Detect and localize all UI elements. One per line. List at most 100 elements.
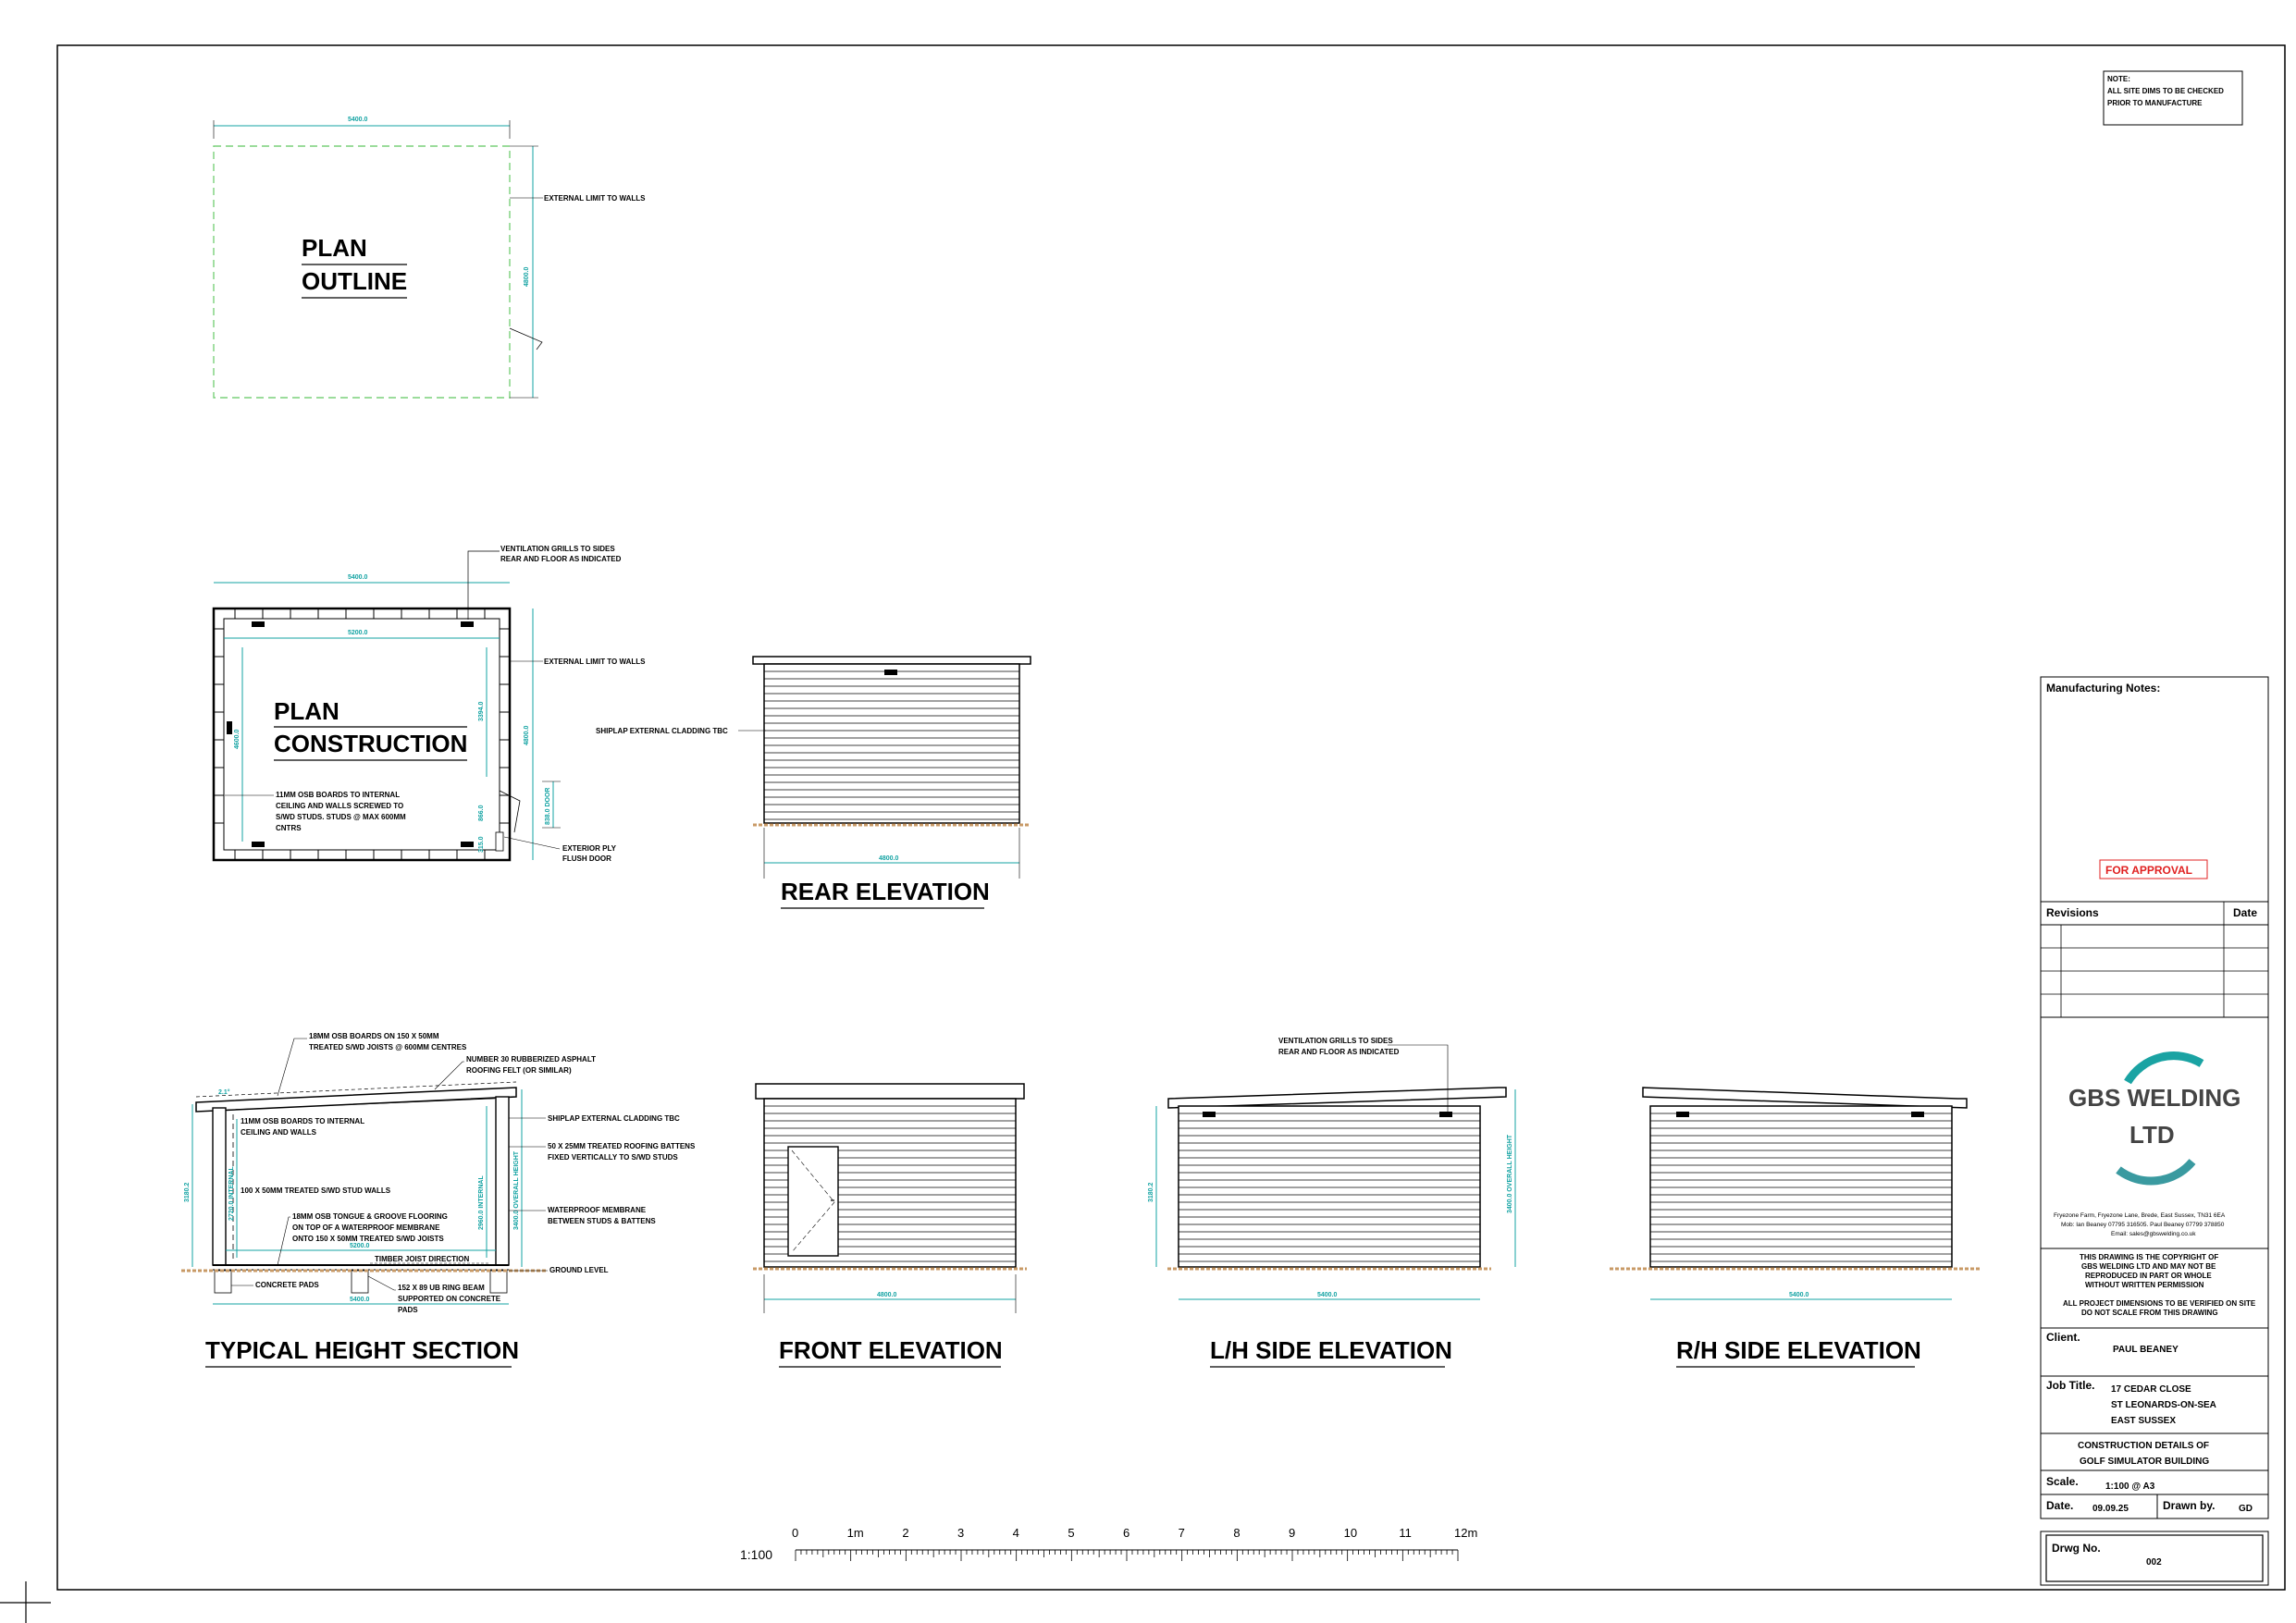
copyright-3: REPRODUCED IN PART OR WHOLE xyxy=(2085,1272,2212,1280)
plan-door-note-2: FLUSH DOOR xyxy=(562,855,611,863)
dim-plan-left: 4600.0 xyxy=(234,729,241,749)
door-icon xyxy=(787,1146,839,1257)
dim-section-inner: 5200.0 xyxy=(350,1243,370,1249)
section-pads-note: CONCRETE PADS xyxy=(255,1281,319,1289)
scale-label-1: 1m xyxy=(847,1526,864,1540)
company-name-1: GBS WELDING xyxy=(2068,1084,2240,1112)
plan-osb-note-3: S/WD STUDS. STUDS @ MAX 600MM xyxy=(276,813,406,821)
section-cladding-note: SHIPLAP EXTERNAL CLADDING TBC xyxy=(548,1114,680,1123)
address-line-2: Mob: Ian Beaney 07795 316505. Paul Beane… xyxy=(2061,1222,2225,1228)
dim-plan-right-upper: 3394.0 xyxy=(478,701,485,721)
scale-label-12: 12m xyxy=(1454,1526,1477,1540)
section-floor-note-3: ONTO 150 X 50MM TREATED S/WD JOISTS xyxy=(292,1235,444,1243)
section-internal-note-2: CEILING AND WALLS xyxy=(241,1128,317,1137)
rear-elevation: 4800.0 SHIPLAP EXTERNAL CLADDING TBC REA… xyxy=(596,656,1031,909)
dim-front: 4800.0 xyxy=(877,1292,897,1298)
scale-label-0: 0 xyxy=(792,1526,798,1540)
scale-label: Scale. xyxy=(2046,1475,2079,1488)
description-line-2: GOLF SIMULATOR BUILDING xyxy=(2080,1457,2209,1467)
rear-elevation-title: REAR ELEVATION xyxy=(781,878,990,905)
rh-elevation-title: R/H SIDE ELEVATION xyxy=(1676,1336,1921,1364)
scale-label-5: 5 xyxy=(1068,1526,1074,1540)
scale-label-3: 3 xyxy=(957,1526,964,1540)
plan-construction-title-2: CONSTRUCTION xyxy=(274,730,467,757)
job-line-3: EAST SUSSEX xyxy=(2111,1416,2176,1426)
dim-section-base: 5400.0 xyxy=(350,1297,370,1303)
revisions-date-label: Date xyxy=(2233,906,2257,919)
note-line-1: NOTE: xyxy=(2107,75,2130,83)
manufacturing-notes-label: Manufacturing Notes: xyxy=(2046,682,2160,695)
front-elevation: 4800.0 FRONT ELEVATION xyxy=(753,1083,1027,1368)
section-floor-note-2: ON TOP OF A WATERPROOF MEMBRANE xyxy=(292,1223,440,1232)
job-line-1: 17 CEDAR CLOSE xyxy=(2111,1384,2191,1395)
plan-osb-note-1: 11MM OSB BOARDS TO INTERNAL xyxy=(276,791,400,799)
drawing-number-label: Drwg No. xyxy=(2052,1542,2101,1555)
dim-section-internal: 2720.0 INTERNAL xyxy=(228,1166,235,1221)
plan-outline-title-2: OUTLINE xyxy=(302,267,407,295)
company-logo: GBS WELDING LTD xyxy=(2068,1051,2240,1186)
section-batten-note-1: 50 X 25MM TREATED ROOFING BATTENS xyxy=(548,1142,696,1150)
company-name-2: LTD xyxy=(2129,1121,2175,1149)
scale-label-2: 2 xyxy=(902,1526,908,1540)
plan-outline-annotation: EXTERNAL LIMIT TO WALLS xyxy=(544,194,646,203)
dim-section-internal-2: 2960.0 INTERNAL xyxy=(478,1175,485,1230)
section-beam-note-2: SUPPORTED ON CONCRETE xyxy=(398,1295,501,1303)
copyright-5: ALL PROJECT DIMENSIONS TO BE VERIFIED ON… xyxy=(2063,1299,2256,1308)
front-elevation-title: FRONT ELEVATION xyxy=(779,1336,1003,1364)
plan-vent-note-1: VENTILATION GRILLS TO SIDES xyxy=(500,545,615,553)
dim-plan-top: 5400.0 xyxy=(348,574,368,581)
lh-elevation-title: L/H SIDE ELEVATION xyxy=(1210,1336,1452,1364)
crosshair-icon xyxy=(0,1581,51,1623)
section-felt-note-1: NUMBER 30 RUBBERIZED ASPHALT xyxy=(466,1055,596,1064)
dim-rh: 5400.0 xyxy=(1789,1292,1809,1298)
rear-cladding-note: SHIPLAP EXTERNAL CLADDING TBC xyxy=(596,727,728,735)
plan-osb-note-2: CEILING AND WALLS SCREWED TO xyxy=(276,802,403,810)
dim-lh: 5400.0 xyxy=(1317,1292,1338,1298)
sheet-border xyxy=(56,44,2286,1591)
dim-plan-outline-right: 4800.0 xyxy=(524,266,530,287)
scale-ratio: 1:100 xyxy=(740,1547,772,1562)
date-label: Date. xyxy=(2046,1499,2073,1512)
section-beam-note-1: 152 X 89 UB RING BEAM xyxy=(398,1284,485,1292)
section-title: TYPICAL HEIGHT SECTION xyxy=(205,1336,519,1364)
scale-label-11: 11 xyxy=(1399,1526,1412,1540)
section-membrane-note-2: BETWEEN STUDS & BATTENS xyxy=(548,1217,656,1225)
scale-label-6: 6 xyxy=(1123,1526,1129,1540)
dim-plan-right-low: 315.0 xyxy=(478,836,485,853)
scale-label-7: 7 xyxy=(1179,1526,1185,1540)
plan-ext-limit: EXTERNAL LIMIT TO WALLS xyxy=(544,658,646,666)
client-label: Client. xyxy=(2046,1331,2080,1344)
plan-outline: 5400.0 4800.0 EXTERNAL LIMIT TO WALLS PL… xyxy=(213,117,646,399)
drawn-by-value: GD xyxy=(2239,1504,2253,1514)
scale-label-8: 8 xyxy=(1233,1526,1240,1540)
revisions-label: Revisions xyxy=(2046,906,2099,919)
rh-elevation: 5400.0 R/H SIDE ELEVATION xyxy=(1610,1087,1980,1368)
copyright-1: THIS DRAWING IS THE COPYRIGHT OF xyxy=(2080,1253,2218,1261)
dim-plan-right-mid: 866.0 xyxy=(478,805,485,821)
address-line-1: Fryezone Farm, Fryezone Lane, Brede, Eas… xyxy=(2054,1212,2226,1219)
copyright-2: GBS WELDING LTD AND MAY NOT BE xyxy=(2081,1262,2216,1271)
plan-outline-title-1: PLAN xyxy=(302,234,367,262)
section-internal-note-1: 11MM OSB BOARDS TO INTERNAL xyxy=(241,1117,364,1125)
scale-label-10: 10 xyxy=(1344,1526,1357,1540)
section-ground-note: GROUND LEVEL xyxy=(549,1266,609,1274)
dim-plan-outline-top: 5400.0 xyxy=(348,117,368,123)
section-membrane-note-1: WATERPROOF MEMBRANE xyxy=(548,1206,647,1214)
note-line-3: PRIOR TO MANUFACTURE xyxy=(2107,99,2203,107)
approval-stamp: FOR APPROVAL xyxy=(2105,864,2192,877)
address-line-3: Email: sales@gbswelding.co.uk xyxy=(2111,1231,2196,1237)
height-section: TIMBER JOIST DIRECTION 2.1° 3180.2 2720.… xyxy=(181,1032,696,1368)
drawn-by-label: Drawn by. xyxy=(2163,1499,2215,1512)
dim-rear: 4800.0 xyxy=(879,855,899,862)
job-line-2: ST LEONARDS-ON-SEA xyxy=(2111,1400,2216,1410)
lh-vent-note-2: REAR AND FLOOR AS INDICATED xyxy=(1278,1048,1400,1056)
job-label: Job Title. xyxy=(2046,1379,2094,1392)
dim-section-overall: 3400.0 OVERALL HEIGHT xyxy=(513,1150,520,1230)
plan-vent-note-2: REAR AND FLOOR AS INDICATED xyxy=(500,555,622,563)
scale-label-4: 4 xyxy=(1013,1526,1019,1540)
drawing-number: 002 xyxy=(2146,1557,2162,1568)
dim-plan-inner-top: 5200.0 xyxy=(348,630,368,636)
scale-label-9: 9 xyxy=(1289,1526,1295,1540)
date-value: 09.09.25 xyxy=(2092,1504,2129,1514)
